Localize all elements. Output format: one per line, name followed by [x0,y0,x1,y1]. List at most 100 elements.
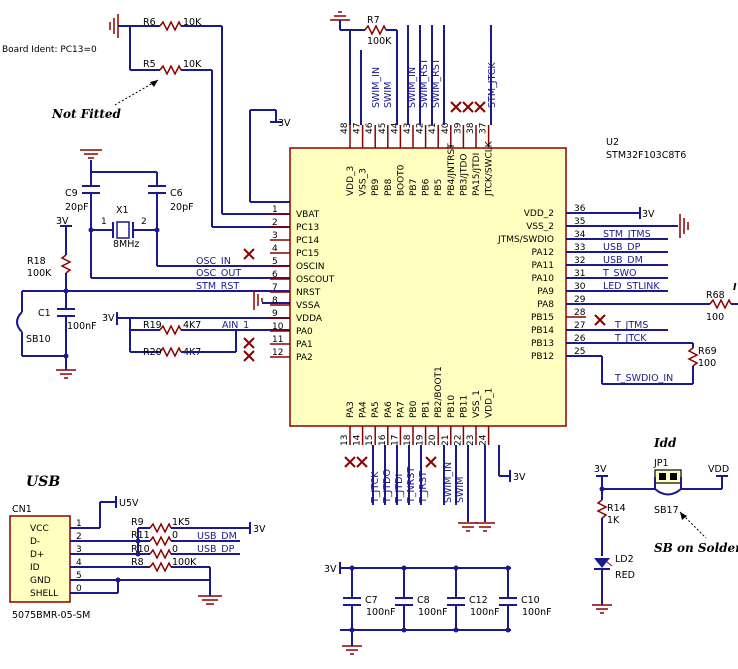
pin-name: VSSA [296,301,321,311]
connector-pin-name: D+ [30,550,44,560]
pin-name: PA6 [384,401,394,418]
pin-name: PC13 [296,223,319,233]
pin-name: VSS_1 [472,390,482,418]
pin-number: 39 [453,122,463,134]
pin-name: OSCOUT [296,275,335,285]
ground-symbol [679,214,689,238]
pin-name: PA7 [396,401,406,418]
board-ident-text: Board Ident: PC13=0 [2,45,97,55]
connector-pin-number: 4 [76,558,82,568]
net-ain-1: AIN_1 [222,320,249,331]
cap-ref: C12 [469,595,488,606]
pin-name: PB11 [459,395,469,418]
pin-number: 40 [441,122,451,134]
r68-ref: R68 [706,290,725,301]
r7-ref: R7 [367,15,380,26]
pin-number: 2 [272,218,278,228]
ground-symbol [475,522,495,532]
pin-name: PA4 [359,401,369,418]
x1-ref: X1 [116,205,129,216]
resistor-r8: R8 100K [131,557,197,573]
pin-name: VDD_2 [524,209,554,219]
pin-name: VBAT [296,210,320,220]
pin-number: 23 [466,435,476,446]
ic-top-pins: 48VDD_347VSS_346PB945PB844BOOT043PB742PB… [340,122,495,197]
r14-ref: R14 [607,503,626,514]
r8-ref: R8 [131,557,144,568]
net-osc-out: OSC_OUT [196,268,241,279]
sb10-ref: SB10 [26,334,51,345]
pin-name: PC15 [296,249,319,259]
pin-number: 27 [574,321,585,331]
c6-ref: C6 [170,188,183,199]
pin-number: 8 [272,296,278,306]
r14-value: 1K [607,515,620,526]
r5-value: 10K [183,59,202,70]
resistor-r69: R69 100 [687,346,717,369]
pin-name: PB1 [422,401,432,418]
net-top-swim: SWIM [383,82,394,108]
pin-name: PA0 [296,327,313,337]
net-usb-dm-conn: USB_DM [197,531,237,542]
pin-number: 16 [378,434,388,446]
pin-number: 13 [340,435,350,446]
resistor-r18: R18 100K [27,254,72,279]
pin-number: 4 [272,244,278,254]
resistor-r5: R5 10K [143,59,202,76]
net-t-swo: T_SWO [602,268,636,279]
pin-name: VDD_3 [346,166,356,196]
pin-number: 3 [272,231,278,241]
net-top-swim-rst: SWIM_RST [419,58,430,108]
c9-ref: C9 [65,188,78,199]
r9-ref: R9 [131,517,144,528]
pin-name: BOOT0 [396,164,406,196]
pin-number: 41 [428,123,438,134]
pin-name: PB15 [531,313,554,323]
connector-pin-name: VCC [30,524,49,534]
cap-value: 100nF [366,607,396,618]
pin-number: 47 [353,123,363,134]
c1-value: 100nF [67,321,97,332]
pin-number: 31 [574,269,585,279]
led-ld2: LD2 RED [594,554,635,581]
r11-value: 0 [172,530,178,541]
pin-name: PB10 [447,395,457,418]
pin-name: PC14 [296,236,319,246]
resistor-r7: R7 100K [364,15,392,47]
cut-label: I [733,282,737,293]
pin-name: PB4/JNTRST [447,143,457,196]
pin-number: 42 [416,123,426,134]
pin-number: 30 [574,282,586,292]
pin-name: PA9 [537,287,554,297]
r10-ref: R10 [131,544,150,555]
usb-title: USB [26,474,60,490]
pin-name: PA15/JTDI [472,153,482,196]
r9-value: 1K5 [172,517,190,528]
jp1-ref: JP1 [653,458,669,469]
ground-symbol [330,11,350,21]
net-top-swim-rst-2: SWIM_RST [431,58,442,108]
resistor-r9: R9 1K5 [131,517,190,534]
ld2-ref: LD2 [615,554,634,565]
pin-number: 24 [479,434,489,446]
capacitor-c6: C6 20pF [148,185,194,213]
cap-value: 100nF [522,607,552,618]
pin-name: PB7 [409,179,419,196]
connector-pin-number: 0 [76,584,82,594]
v3-label-decoupling: 3V [324,564,337,575]
r20-ref: R20 [143,347,162,358]
resistor-r10: R10 0 [131,544,178,560]
u5v-label: U5V [119,498,139,509]
r11-ref: R11 [131,530,150,541]
r19-value: 4K7 [183,320,201,331]
net-bot-swim: SWIM [455,477,466,503]
ground-symbol [80,149,102,159]
x1-value: 8MHz [113,239,139,250]
pin-number: 1 [272,205,278,215]
